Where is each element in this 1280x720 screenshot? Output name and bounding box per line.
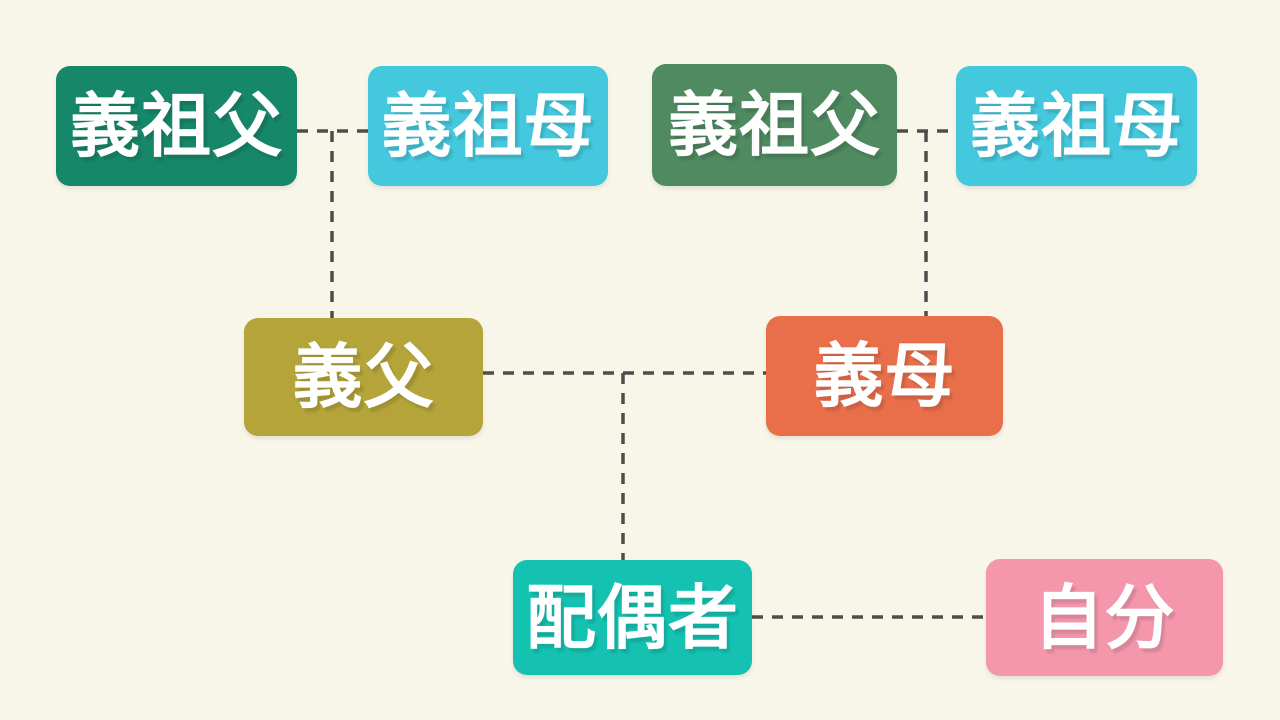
node-label: 義祖母 (970, 85, 1183, 167)
node-label: 義祖父 (70, 85, 283, 167)
node-label: 義祖父 (668, 84, 881, 166)
node-label: 配偶者 (526, 576, 739, 659)
node-grandfather-in-law-left: 義祖父 (56, 66, 297, 186)
node-label: 義父 (292, 336, 435, 418)
node-grandmother-in-law-left: 義祖母 (368, 66, 608, 186)
node-mother-in-law: 義母 (766, 316, 1003, 436)
node-label: 義祖母 (381, 85, 595, 167)
node-label: 義母 (813, 335, 956, 417)
node-father-in-law: 義父 (244, 318, 483, 436)
node-self: 自分 (986, 559, 1223, 676)
node-spouse: 配偶者 (513, 560, 752, 675)
node-grandfather-in-law-right: 義祖父 (652, 64, 897, 186)
node-grandmother-in-law-right: 義祖母 (956, 66, 1197, 186)
node-label: 自分 (1033, 576, 1176, 659)
